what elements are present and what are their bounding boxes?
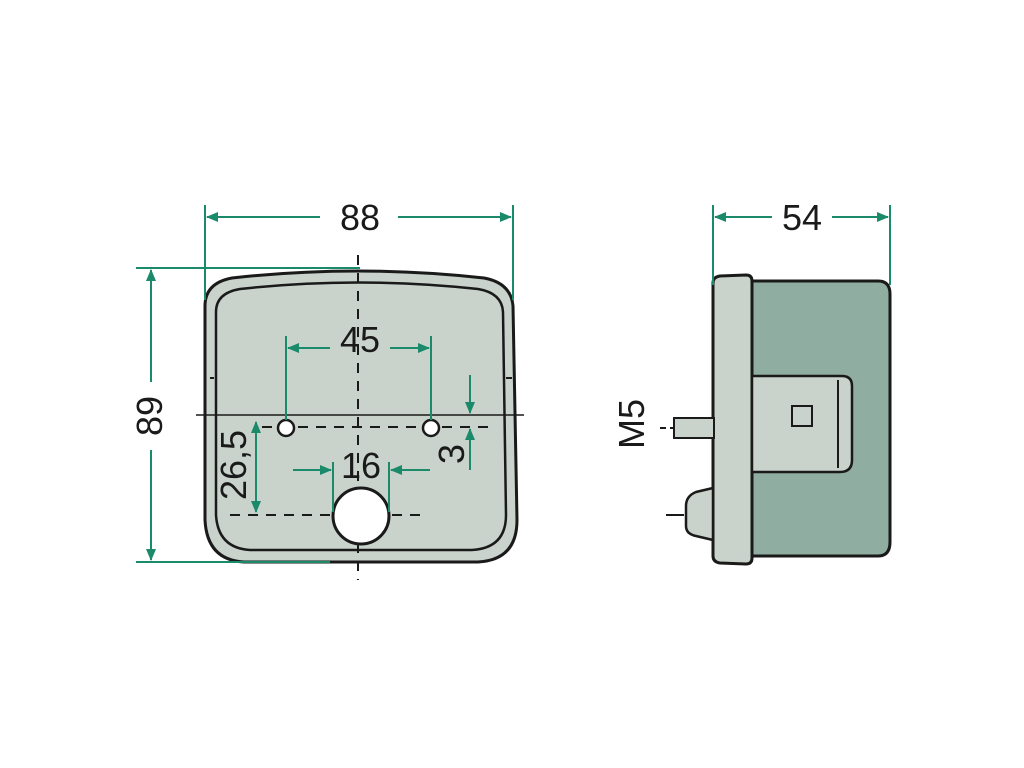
m5-label: M5 xyxy=(611,399,652,449)
dim-16-label: 16 xyxy=(341,445,381,486)
side-bracket-square xyxy=(791,405,813,427)
dim-88-label: 88 xyxy=(340,197,380,238)
side-view: M5 54 xyxy=(611,197,892,566)
dim-89-label: 89 xyxy=(129,396,170,436)
cable-grommet xyxy=(684,486,715,542)
front-view: 88 89 45 26,5 16 3 xyxy=(129,197,524,580)
front-housing-inner-rim xyxy=(214,281,508,552)
mounting-hole-left xyxy=(276,418,296,438)
m5-stud xyxy=(673,417,715,439)
side-flange xyxy=(711,273,754,566)
dim-26-5-label: 26,5 xyxy=(213,430,254,500)
dim-45-label: 45 xyxy=(340,319,380,360)
dim-3-label: 3 xyxy=(431,444,472,464)
dim-54-label: 54 xyxy=(782,197,822,238)
center-cable-hole xyxy=(331,486,391,546)
mounting-hole-right xyxy=(421,418,441,438)
